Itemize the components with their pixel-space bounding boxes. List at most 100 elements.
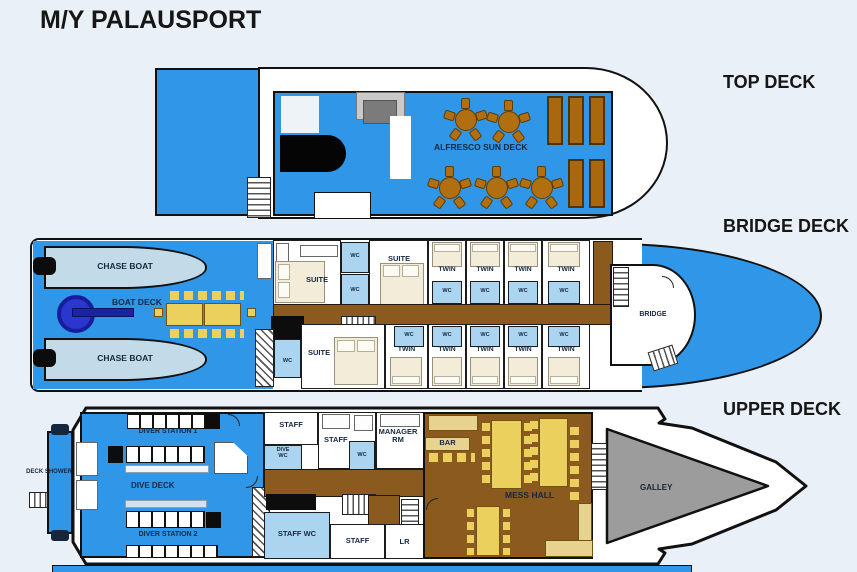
pillow bbox=[337, 340, 355, 352]
pillow bbox=[550, 244, 578, 252]
staff-cabin bbox=[264, 412, 318, 445]
aft-stairs bbox=[255, 329, 274, 387]
tank-rack-row bbox=[126, 446, 205, 463]
wc-room bbox=[394, 326, 424, 347]
tank-rack-row bbox=[126, 511, 205, 528]
sun-table bbox=[426, 166, 473, 210]
twin-label: TWIN bbox=[438, 346, 456, 353]
dive-deck-label: DIVE DECK bbox=[131, 481, 175, 490]
bunk bbox=[322, 414, 350, 429]
galley-area bbox=[605, 427, 770, 545]
suite-label: SUITE bbox=[306, 275, 329, 284]
mess-table bbox=[491, 420, 522, 489]
suite-label: SUITE bbox=[308, 348, 331, 357]
sun-deck-bulkhead bbox=[390, 116, 411, 179]
diver-station-1-label: DIVER STATION 1 bbox=[138, 428, 198, 435]
wc-label: WC bbox=[357, 452, 367, 458]
swim-ladder bbox=[29, 492, 48, 508]
top-deck-label: TOP DECK bbox=[723, 72, 816, 92]
sun-deck-label: ALFRESCO SUN DECK bbox=[434, 142, 528, 152]
staff-label: STAFF bbox=[345, 536, 370, 545]
wc-label: WC bbox=[518, 288, 528, 294]
bridge-stairs bbox=[613, 267, 629, 307]
down-stairs bbox=[401, 499, 419, 531]
pillow bbox=[392, 376, 420, 384]
tank-rack-black bbox=[206, 512, 221, 528]
wc-room bbox=[274, 339, 301, 378]
boat-deck-label: BOAT DECK bbox=[112, 297, 162, 307]
suite-label: SUITE bbox=[388, 254, 411, 263]
stairwell-void bbox=[271, 316, 304, 342]
chase-boat-2-label: CHASE BOAT bbox=[97, 353, 153, 363]
jacuzzi bbox=[280, 135, 346, 172]
sun-lounger bbox=[568, 96, 584, 145]
chair bbox=[247, 308, 256, 317]
chair-row bbox=[170, 329, 244, 338]
bar-stools bbox=[429, 453, 475, 462]
bunk bbox=[380, 414, 420, 427]
pillow bbox=[434, 376, 460, 384]
wc-room bbox=[548, 326, 580, 347]
galley-stairs bbox=[591, 443, 607, 490]
pillow bbox=[278, 282, 290, 298]
pillow bbox=[402, 265, 419, 277]
bar-label: BAR bbox=[439, 438, 456, 447]
bunk bbox=[354, 415, 373, 431]
mess-hall-label: MESS HALL bbox=[505, 490, 555, 500]
chair bbox=[154, 308, 163, 317]
wc-room bbox=[349, 441, 375, 470]
wc-room bbox=[470, 281, 500, 304]
wc-room bbox=[432, 326, 462, 347]
top-deck-stairs bbox=[247, 177, 271, 218]
stairwell-void bbox=[266, 494, 316, 510]
pillow bbox=[383, 265, 400, 277]
lr-room bbox=[385, 524, 424, 559]
dive-bench bbox=[125, 465, 209, 473]
pillow bbox=[510, 244, 536, 252]
crane-arm bbox=[72, 308, 134, 317]
door-arc bbox=[426, 498, 438, 510]
wc-room bbox=[470, 326, 500, 347]
twin-label: TWIN bbox=[557, 346, 575, 353]
chair-column bbox=[524, 423, 532, 487]
serving-counter bbox=[545, 540, 593, 557]
boat-deck-table bbox=[166, 303, 203, 326]
chase-boat-1-label: CHASE BOAT bbox=[97, 261, 153, 271]
manager-rm-label: MANAGER RM bbox=[378, 427, 418, 445]
wc-label: WC bbox=[282, 358, 293, 364]
sun-lounger bbox=[589, 96, 605, 145]
sun-deck-white-pad bbox=[281, 96, 319, 133]
camera-table bbox=[76, 442, 98, 476]
staff-label: STAFF bbox=[324, 435, 348, 444]
twin-label: TWIN bbox=[514, 266, 532, 273]
dive-bench bbox=[125, 500, 207, 508]
corridor bbox=[273, 304, 613, 325]
sun-lounger bbox=[589, 159, 605, 208]
pillow bbox=[278, 264, 290, 280]
wc-label: WC bbox=[404, 332, 414, 338]
staff-cabin bbox=[330, 524, 385, 559]
wc-room bbox=[341, 274, 369, 305]
wc-room bbox=[508, 281, 538, 304]
chair-row bbox=[170, 291, 244, 300]
page-title: M/Y PALAUSPORT bbox=[40, 6, 262, 34]
tank-rack-row bbox=[127, 414, 219, 429]
dive-deck bbox=[80, 412, 265, 558]
twin-label: TWIN bbox=[476, 346, 494, 353]
pillow bbox=[510, 376, 536, 384]
twin-label: TWIN bbox=[514, 346, 532, 353]
twin-label: TWIN bbox=[397, 346, 416, 353]
closet bbox=[300, 245, 338, 257]
wc-label: WC bbox=[350, 287, 360, 293]
bar-counter bbox=[425, 437, 470, 451]
pillow bbox=[434, 244, 460, 252]
deck-shower-label: DECK SHOWER bbox=[26, 469, 72, 475]
wc-room bbox=[548, 281, 580, 304]
chair-column bbox=[570, 427, 579, 503]
bar-counter bbox=[428, 415, 478, 431]
twin-label: TWIN bbox=[557, 266, 575, 273]
wc-label: WC bbox=[518, 332, 528, 338]
mess-table bbox=[539, 418, 568, 487]
tank-rack-black bbox=[108, 446, 123, 463]
chair-column bbox=[482, 423, 490, 487]
